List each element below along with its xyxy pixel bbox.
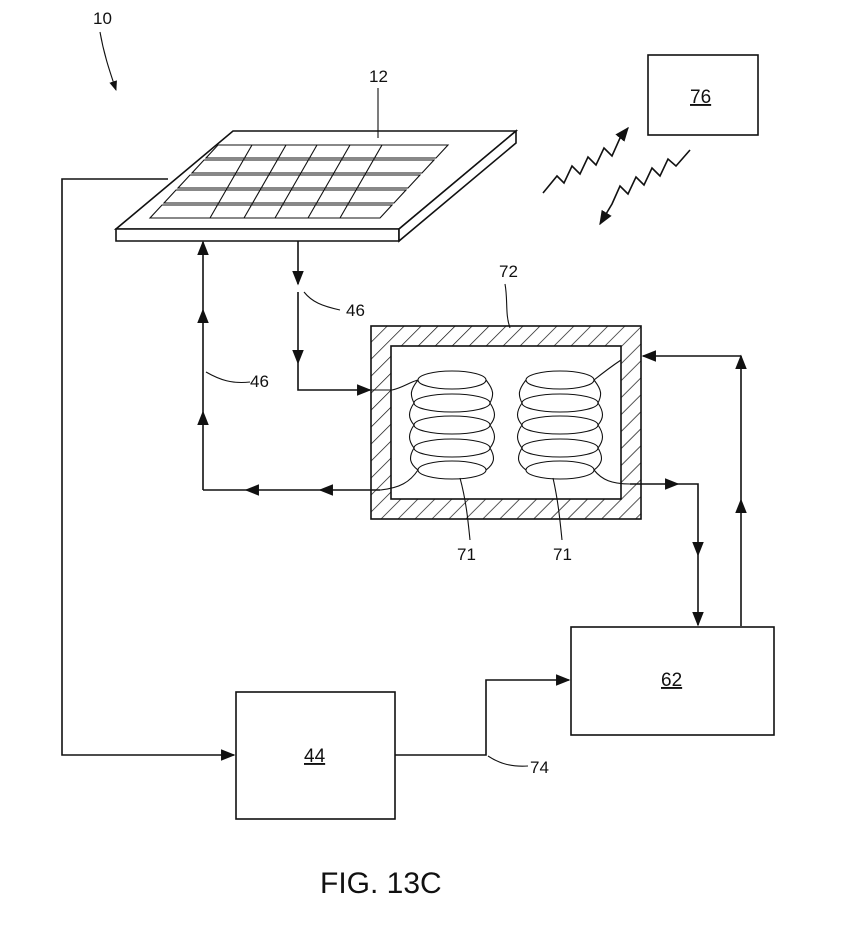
coil-left-label: 71 [457, 545, 476, 564]
line-74 [395, 680, 569, 755]
conduit-left-leader [206, 372, 250, 383]
enclosure-leader [505, 284, 510, 328]
conduit-top-leader [304, 292, 340, 310]
coil-right-label: 71 [553, 545, 572, 564]
line-74-label: 74 [530, 758, 549, 777]
remote-unit-group: 76 [543, 55, 758, 224]
box-44-label: 44 [304, 746, 326, 767]
box-44-group: 44 [236, 692, 395, 819]
solar-panel: 12 [116, 67, 516, 241]
panel-to-44-wire [62, 179, 234, 755]
conduit-top-label: 46 [346, 301, 365, 320]
wireless-signal-up [543, 128, 628, 193]
box-76-label: 76 [690, 87, 711, 108]
line-74-leader [488, 756, 528, 766]
panel-front-face [116, 229, 399, 241]
wireless-signal-down [600, 150, 690, 224]
box-62-label: 62 [661, 670, 682, 691]
box-62-group: 62 [571, 627, 774, 735]
system-label: 10 [93, 9, 112, 28]
line-74-group: 74 [395, 680, 569, 777]
enclosure-label: 72 [499, 262, 518, 281]
figure-caption: FIG. 13C [320, 867, 442, 900]
system-pointer-arrow [100, 32, 116, 90]
conduit-left-label: 46 [250, 372, 269, 391]
panel-label: 12 [369, 67, 388, 86]
system-label-group: 10 [93, 9, 116, 90]
